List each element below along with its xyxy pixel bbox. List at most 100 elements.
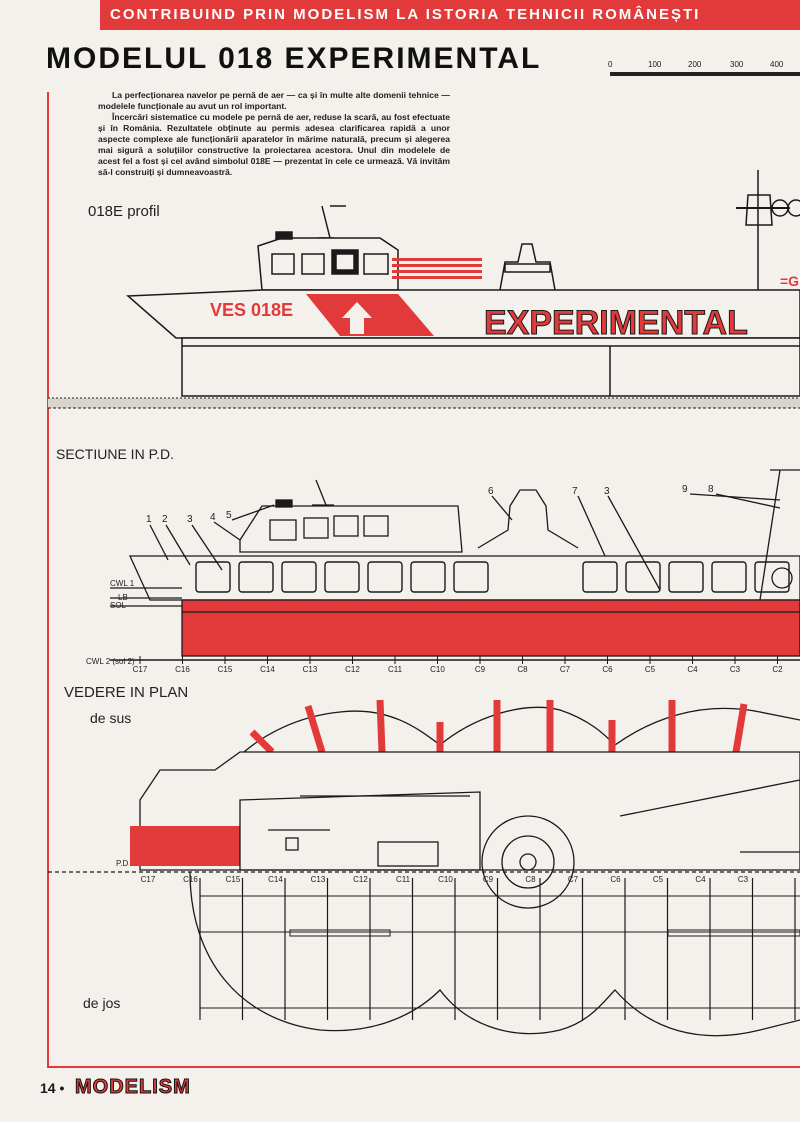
frame-label: C14 xyxy=(268,875,283,884)
frame-label: C3 xyxy=(730,665,741,674)
scale-bar-line xyxy=(610,72,800,76)
section-compartment xyxy=(625,561,661,593)
level-label: LB xyxy=(118,593,128,602)
hull-upper xyxy=(126,289,800,339)
frame-label: C8 xyxy=(517,665,528,674)
section-compartment xyxy=(453,561,489,593)
section-compartment xyxy=(324,561,360,593)
section-compartment xyxy=(754,561,790,593)
section-compartment xyxy=(195,561,231,593)
bottom-plate xyxy=(667,929,800,937)
profile-label: 018E profil xyxy=(88,203,160,220)
frame-label: C17 xyxy=(133,665,148,674)
bottom-plate xyxy=(289,929,391,937)
frame-label: C13 xyxy=(303,665,318,674)
callout-number: 4 xyxy=(210,512,216,523)
callout-number: 6 xyxy=(488,486,494,497)
callout-number: 8 xyxy=(708,484,714,495)
section-compartment xyxy=(711,561,747,593)
section-compartment xyxy=(238,561,274,593)
frame-label: C17 xyxy=(141,875,156,884)
frame-label: C3 xyxy=(738,875,749,884)
fan-housing xyxy=(477,489,579,549)
callout-number: 9 xyxy=(682,484,688,495)
page-title: MODELUL 018 EXPERIMENTAL xyxy=(46,42,542,75)
mast xyxy=(321,205,331,239)
skirt-outline-top xyxy=(189,706,800,871)
scale-tick-label: 300 xyxy=(730,60,744,69)
frame-label: C15 xyxy=(218,665,233,674)
callout-number: 5 xyxy=(226,510,232,521)
frame-label: C7 xyxy=(568,875,579,884)
frame-label: C8 xyxy=(525,875,536,884)
level-label: SOL xyxy=(110,601,127,610)
level-label: CWL 2 (sol 2) xyxy=(86,657,135,666)
frame-label: C10 xyxy=(430,665,445,674)
frame-label: C4 xyxy=(695,875,706,884)
plan-red-panel xyxy=(130,826,240,866)
bottom-rule xyxy=(47,1066,800,1068)
intro-text: La perfecționarea navelor pe pernă de ae… xyxy=(98,90,450,178)
frame-label: C11 xyxy=(396,875,411,884)
frame-label: C10 xyxy=(438,875,453,884)
section-compartment xyxy=(367,561,403,593)
plan-view xyxy=(48,699,800,1037)
scale-bar: 0 100 200 300 400 xyxy=(600,60,800,82)
page-number: 14 • xyxy=(40,1080,65,1096)
frame-label: C16 xyxy=(175,665,190,674)
frame-label: C12 xyxy=(353,875,368,884)
air-intake xyxy=(499,243,556,291)
magazine-brand: MODELISM xyxy=(75,1076,191,1099)
frame-label: C4 xyxy=(687,665,698,674)
ground-line xyxy=(48,398,800,408)
left-rule xyxy=(47,92,49,1067)
callout-number: 2 xyxy=(162,514,168,525)
frame-label: C16 xyxy=(183,875,198,884)
scale-tick-label: 400 xyxy=(770,60,784,69)
callout-number: 1 xyxy=(146,514,152,525)
frame-label: C6 xyxy=(602,665,613,674)
scale-tick-label: 100 xyxy=(648,60,662,69)
skirt-outline-bottom xyxy=(189,871,800,1037)
scale-tick-label: 0 xyxy=(608,60,613,69)
callout-number: 7 xyxy=(572,486,578,497)
profile-view xyxy=(126,170,800,397)
registration-mark: VES 018E xyxy=(210,300,293,320)
frame-label: C11 xyxy=(388,665,403,674)
plan-top-label: de sus xyxy=(90,710,132,726)
plan-frame-labels: C17 C16 C15 C14 C13 C12 C11 C10 C9 C8 C7 C6 C5 C4 C3 xyxy=(141,875,749,884)
plan-label: VEDERE IN PLAN xyxy=(64,684,189,701)
frame-label: C13 xyxy=(311,875,326,884)
section-compartment xyxy=(281,561,317,593)
top-banner: CONTRIBUIND PRIN MODELISM LA ISTORIA TEH… xyxy=(100,0,800,30)
scale-tick-label: 200 xyxy=(688,60,702,69)
cabin xyxy=(257,237,399,291)
hull-lettering: EXPERIMENTAL xyxy=(484,304,748,342)
frame-label: C9 xyxy=(483,875,494,884)
callout-number: 3 xyxy=(604,486,610,497)
section-compartment xyxy=(668,561,704,593)
section-compartments xyxy=(195,561,790,593)
section-cabin xyxy=(239,505,463,553)
frame-label: C7 xyxy=(560,665,571,674)
skirt xyxy=(181,337,800,397)
section-label: SECTIUNE IN P.D. xyxy=(56,446,174,462)
frame-label: C15 xyxy=(226,875,241,884)
section-hull xyxy=(181,599,800,657)
intro-paragraph-2: Încercări sistematice cu modele pe pernă… xyxy=(98,112,450,177)
frame-label: C5 xyxy=(653,875,664,884)
frame-label: C6 xyxy=(610,875,621,884)
intro-paragraph-1: La perfecționarea navelor pe pernă de ae… xyxy=(98,90,450,111)
frame-label: C14 xyxy=(260,665,275,674)
section-view xyxy=(110,469,800,661)
plan-bottom-label: de jos xyxy=(83,995,121,1011)
callout-number: 3 xyxy=(187,514,193,525)
section-compartment xyxy=(582,561,618,593)
level-label: CWL 1 xyxy=(110,579,135,588)
section-compartment xyxy=(410,561,446,593)
frame-label: C9 xyxy=(475,665,486,674)
frame-label: C12 xyxy=(345,665,360,674)
arrow-panel xyxy=(306,294,434,336)
lift-fan xyxy=(481,815,575,909)
